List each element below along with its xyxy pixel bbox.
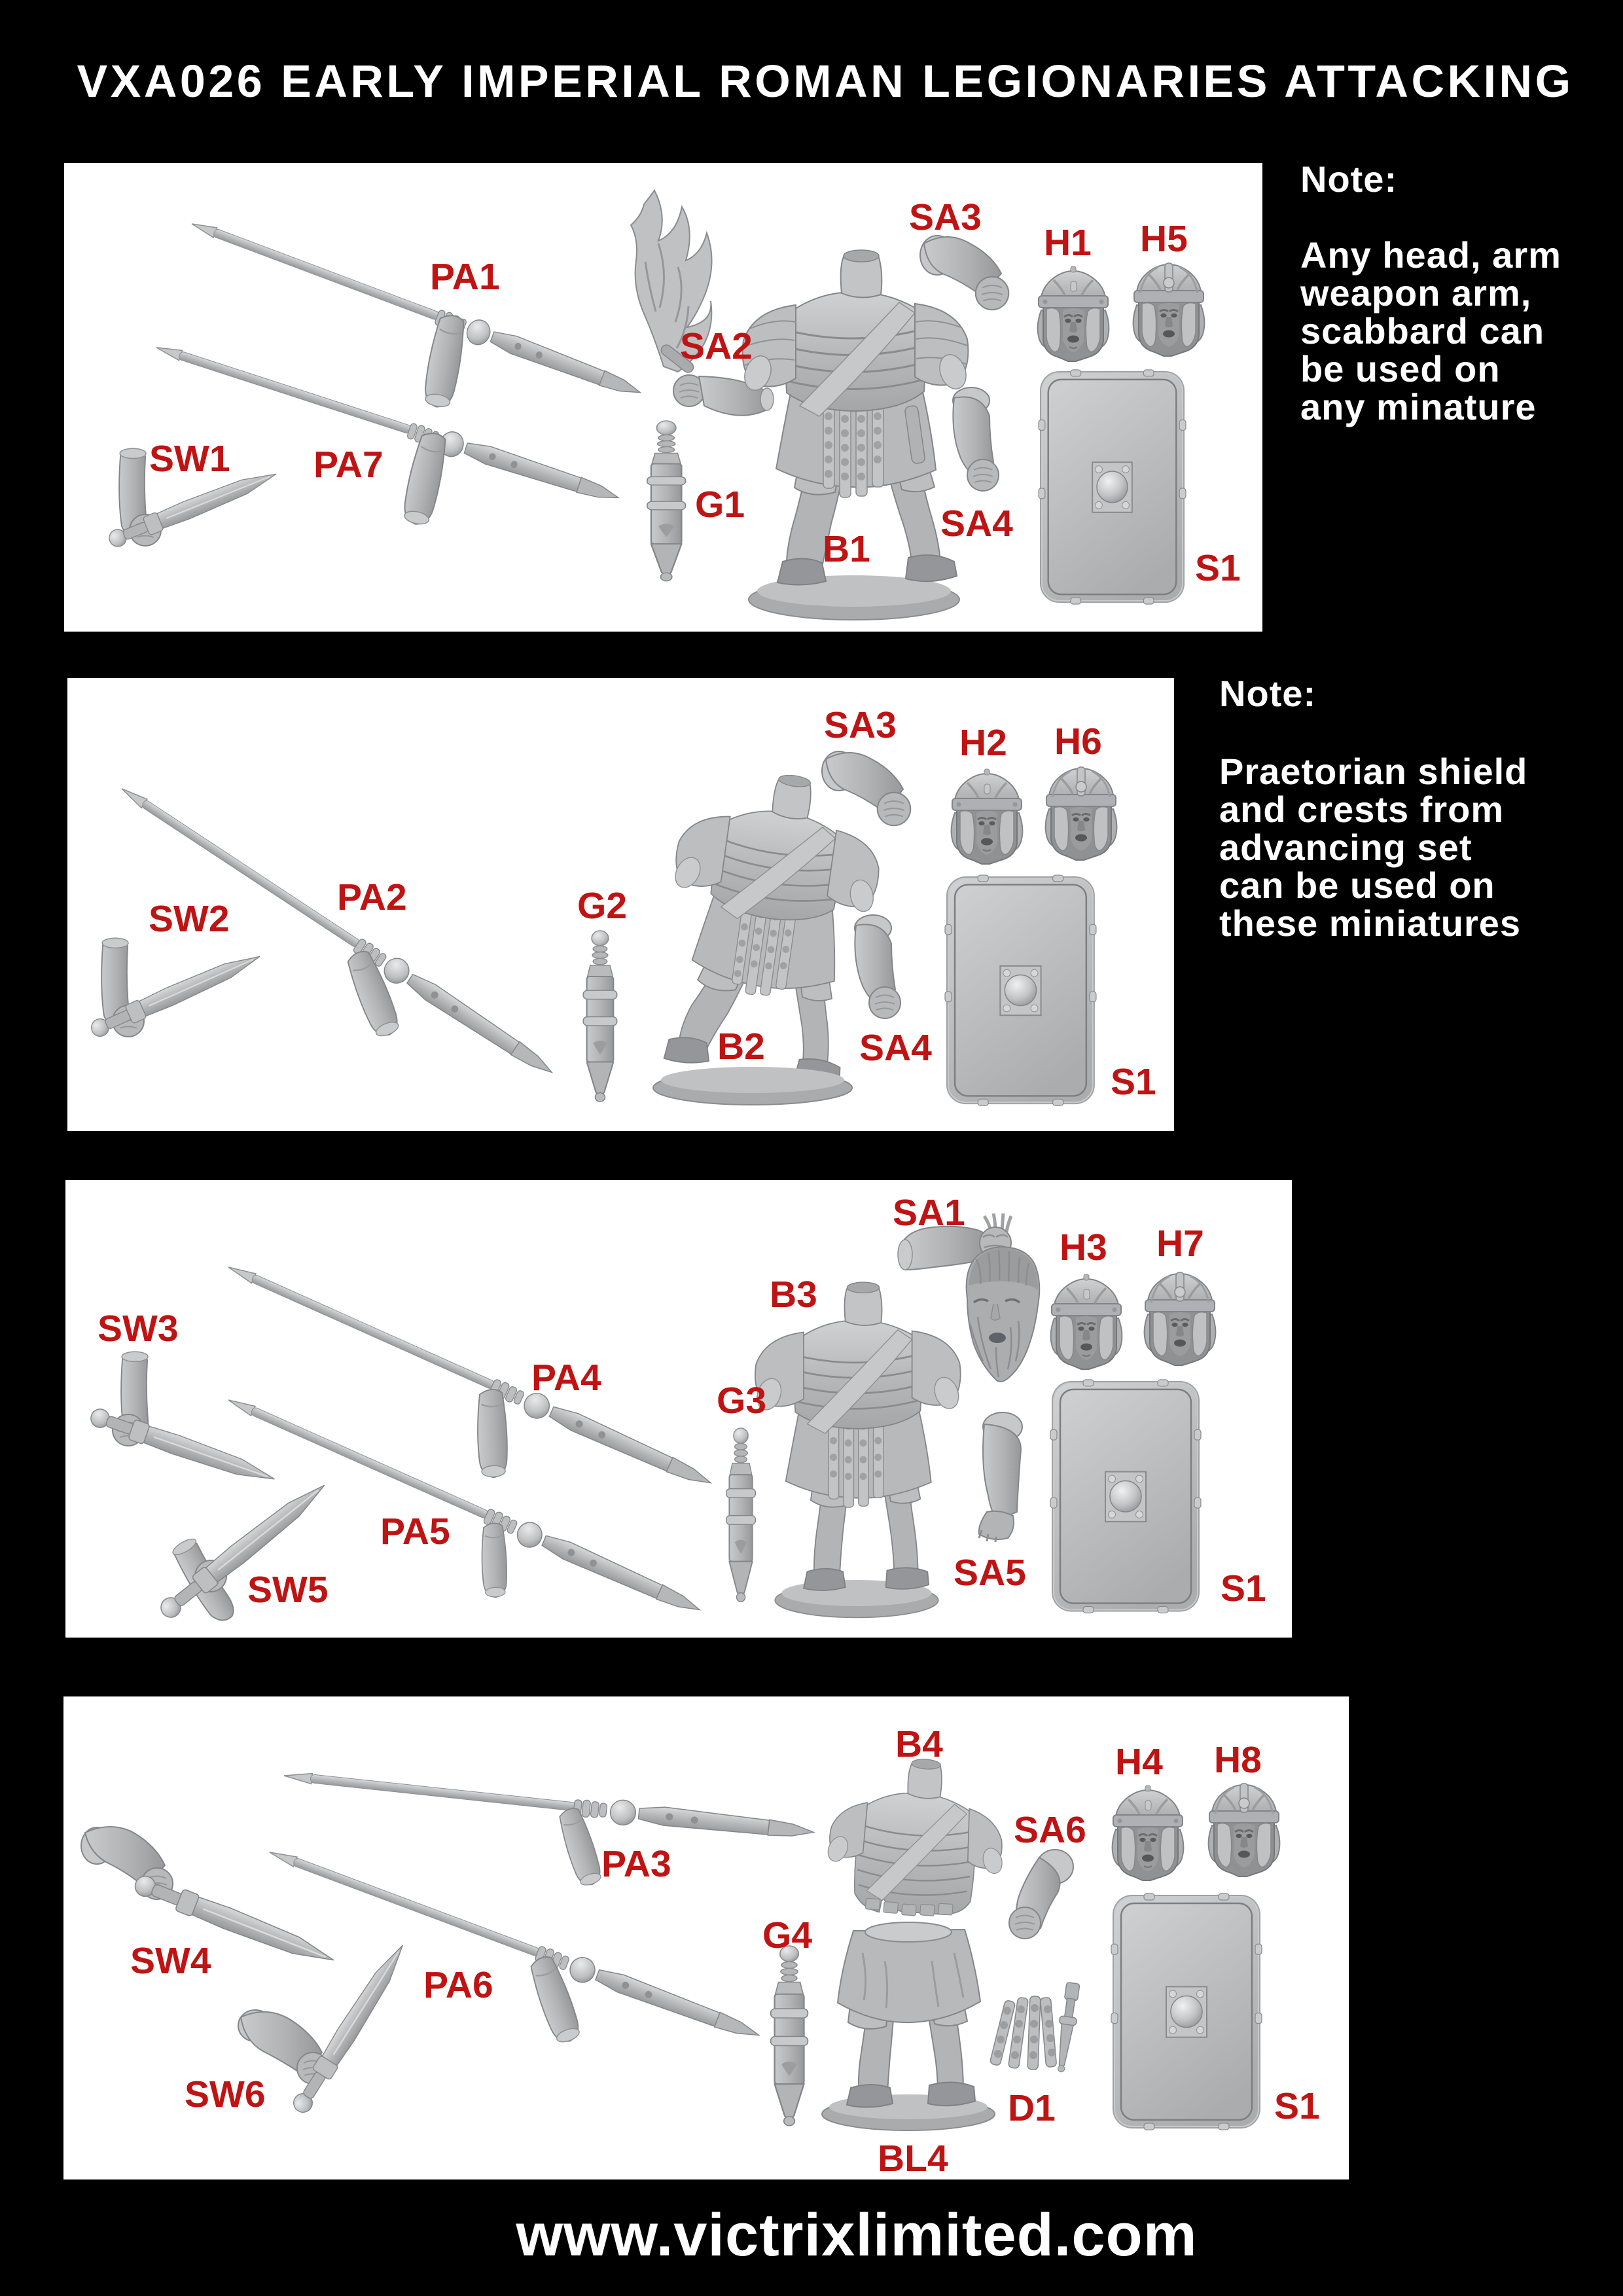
svg-text:be used on: be used on [1300, 348, 1501, 389]
svg-text:SW6: SW6 [185, 2073, 266, 2115]
svg-text:SA2: SA2 [680, 325, 753, 367]
svg-text:Note:: Note: [1300, 158, 1397, 200]
svg-text:SA3: SA3 [824, 704, 897, 746]
svg-text:www.victrixlimited.com: www.victrixlimited.com [515, 2202, 1197, 2269]
svg-text:SA1: SA1 [893, 1192, 965, 1234]
svg-text:B2: B2 [717, 1026, 765, 1067]
svg-text:Praetorian shield: Praetorian shield [1219, 751, 1527, 792]
svg-text:scabbard can: scabbard can [1300, 310, 1544, 351]
svg-text:SA3: SA3 [909, 196, 982, 238]
svg-text:SA4: SA4 [940, 503, 1013, 545]
svg-text:D1: D1 [1008, 2087, 1056, 2129]
svg-text:Note:: Note: [1219, 673, 1316, 714]
svg-text:H5: H5 [1140, 218, 1188, 260]
svg-text:S1: S1 [1274, 2085, 1320, 2127]
svg-text:SA4: SA4 [859, 1027, 932, 1069]
svg-text:PA6: PA6 [423, 1964, 493, 2006]
svg-text:can be used on: can be used on [1219, 865, 1495, 906]
svg-text:SW2: SW2 [149, 898, 230, 940]
svg-text:B3: B3 [770, 1274, 817, 1316]
svg-text:SW5: SW5 [247, 1569, 329, 1611]
svg-text:B1: B1 [823, 528, 870, 570]
svg-text:BL4: BL4 [878, 2138, 948, 2179]
svg-text:H4: H4 [1115, 1741, 1163, 1783]
svg-text:PA3: PA3 [601, 1843, 671, 1885]
svg-text:VXA026 EARLY IMPERIAL ROMAN LE: VXA026 EARLY IMPERIAL ROMAN LEGIONARIES … [77, 56, 1573, 107]
svg-text:SW1: SW1 [149, 438, 230, 480]
svg-text:G2: G2 [577, 885, 627, 927]
svg-text:PA2: PA2 [337, 876, 407, 918]
svg-text:B4: B4 [895, 1723, 943, 1765]
svg-text:H1: H1 [1044, 222, 1092, 264]
svg-text:H3: H3 [1060, 1227, 1107, 1268]
svg-text:and crests from: and crests from [1219, 789, 1504, 830]
svg-text:G4: G4 [762, 1914, 812, 1956]
svg-text:these miniatures: these miniatures [1219, 903, 1521, 944]
svg-text:H2: H2 [959, 722, 1007, 764]
svg-text:H6: H6 [1054, 721, 1102, 762]
svg-text:H7: H7 [1156, 1223, 1204, 1265]
svg-text:S1: S1 [1195, 547, 1241, 589]
svg-text:Any head, arm: Any head, arm [1300, 234, 1561, 276]
svg-text:PA5: PA5 [380, 1511, 450, 1552]
svg-text:SW3: SW3 [98, 1308, 179, 1350]
svg-text:S1: S1 [1221, 1568, 1266, 1609]
svg-text:weapon arm,: weapon arm, [1300, 272, 1531, 314]
svg-text:SA6: SA6 [1014, 1809, 1086, 1851]
svg-text:any minature: any minature [1300, 386, 1537, 427]
svg-text:SA5: SA5 [954, 1552, 1026, 1594]
svg-text:advancing set: advancing set [1219, 827, 1472, 868]
svg-text:PA7: PA7 [313, 444, 383, 486]
svg-text:SW4: SW4 [130, 1940, 211, 1982]
svg-text:S1: S1 [1111, 1061, 1156, 1103]
svg-text:H8: H8 [1214, 1739, 1262, 1781]
svg-text:PA4: PA4 [531, 1357, 601, 1399]
svg-text:G3: G3 [717, 1380, 766, 1422]
svg-text:PA1: PA1 [430, 256, 500, 298]
svg-text:G1: G1 [695, 484, 745, 526]
